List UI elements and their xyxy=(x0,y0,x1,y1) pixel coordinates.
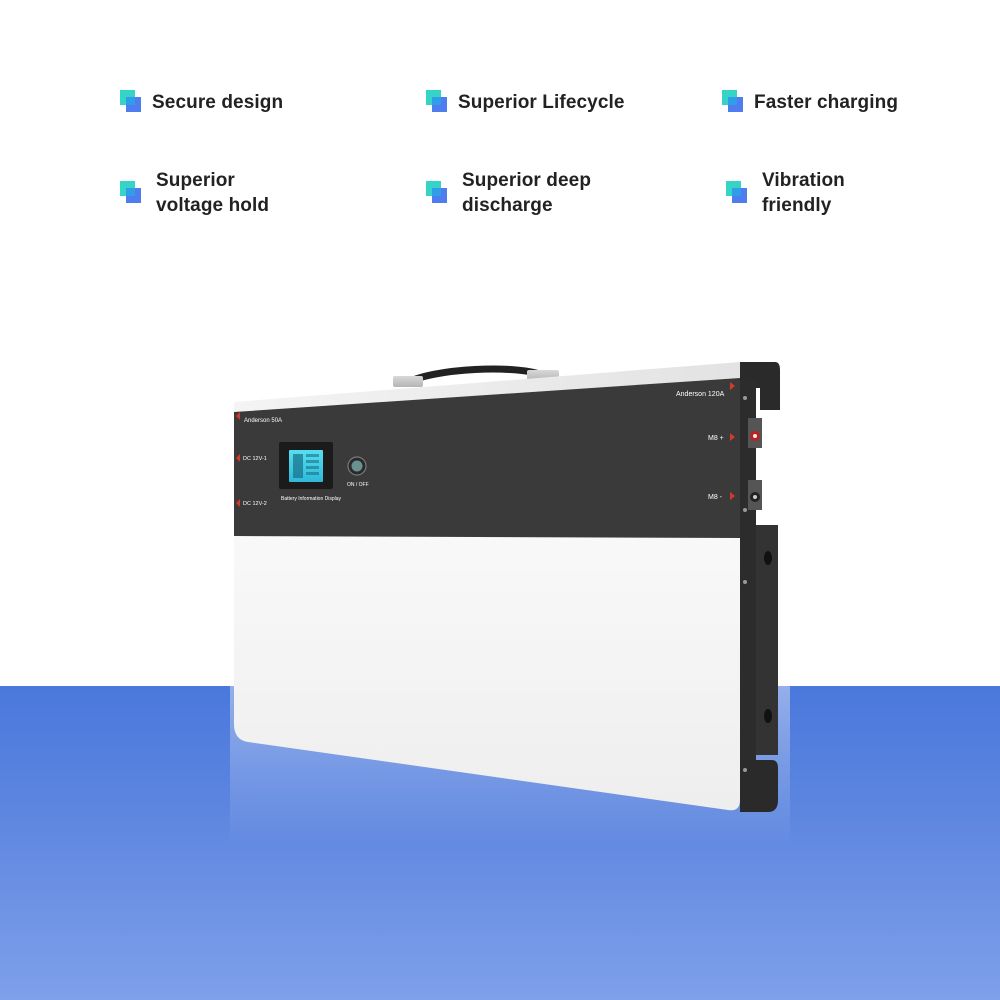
feature-secure-design: Secure design xyxy=(120,90,283,115)
control-panel xyxy=(234,378,740,538)
arrow-icon xyxy=(236,499,240,507)
square-bullet-icon xyxy=(120,181,144,205)
square-bullet-icon xyxy=(726,181,750,205)
arrow-icon xyxy=(730,433,735,441)
left-port-labels: Anderson 50A DC 12V-1 DC 12V-2 xyxy=(236,412,282,507)
arrow-icon xyxy=(236,412,240,420)
anderson-50-label: Anderson 50A xyxy=(244,418,282,424)
power-button[interactable]: ON / OFF xyxy=(347,456,369,488)
feature-label: Vibration friendly xyxy=(762,170,845,216)
arrow-icon xyxy=(730,492,735,500)
display-caption: Battery Information Display xyxy=(281,496,342,502)
anderson-120-label: Anderson 120A xyxy=(676,391,725,398)
square-bullet-icon xyxy=(426,90,450,114)
feature-deep-discharge: Superior deep discharge xyxy=(426,168,591,218)
feature-superior-lifecycle: Superior Lifecycle xyxy=(426,90,625,115)
battery-top-edge xyxy=(234,361,758,414)
square-bullet-icon xyxy=(722,90,746,114)
feature-label: Faster charging xyxy=(754,92,899,113)
right-port-labels: Anderson 120A M8 + M8 - xyxy=(676,382,735,501)
dc2-label: DC 12V-2 xyxy=(243,501,267,507)
m8-minus-label: M8 - xyxy=(708,494,723,501)
m8-plus-label: M8 + xyxy=(708,435,724,442)
feature-label: Secure design xyxy=(152,92,284,113)
feature-list: Secure design Superior Lifecycle Faster … xyxy=(0,0,1000,260)
feature-label: Superior deep discharge xyxy=(462,170,592,216)
dc1-label: DC 12V-1 xyxy=(243,456,267,462)
feature-vibration-friendly: Vibration friendly xyxy=(726,168,845,218)
square-bullet-icon xyxy=(120,90,144,114)
feature-label: Superior Lifecycle xyxy=(458,92,625,113)
onoff-label: ON / OFF xyxy=(347,482,369,488)
feature-voltage-hold: Superior voltage hold xyxy=(120,168,269,218)
arrow-icon xyxy=(730,382,735,390)
arrow-icon xyxy=(236,454,240,462)
feature-label: Superior voltage hold xyxy=(156,170,270,216)
terminal-posts xyxy=(748,418,762,510)
square-bullet-icon xyxy=(426,181,450,205)
feature-faster-charging: Faster charging xyxy=(722,90,898,115)
battery-display: Battery Information Display xyxy=(279,442,342,502)
